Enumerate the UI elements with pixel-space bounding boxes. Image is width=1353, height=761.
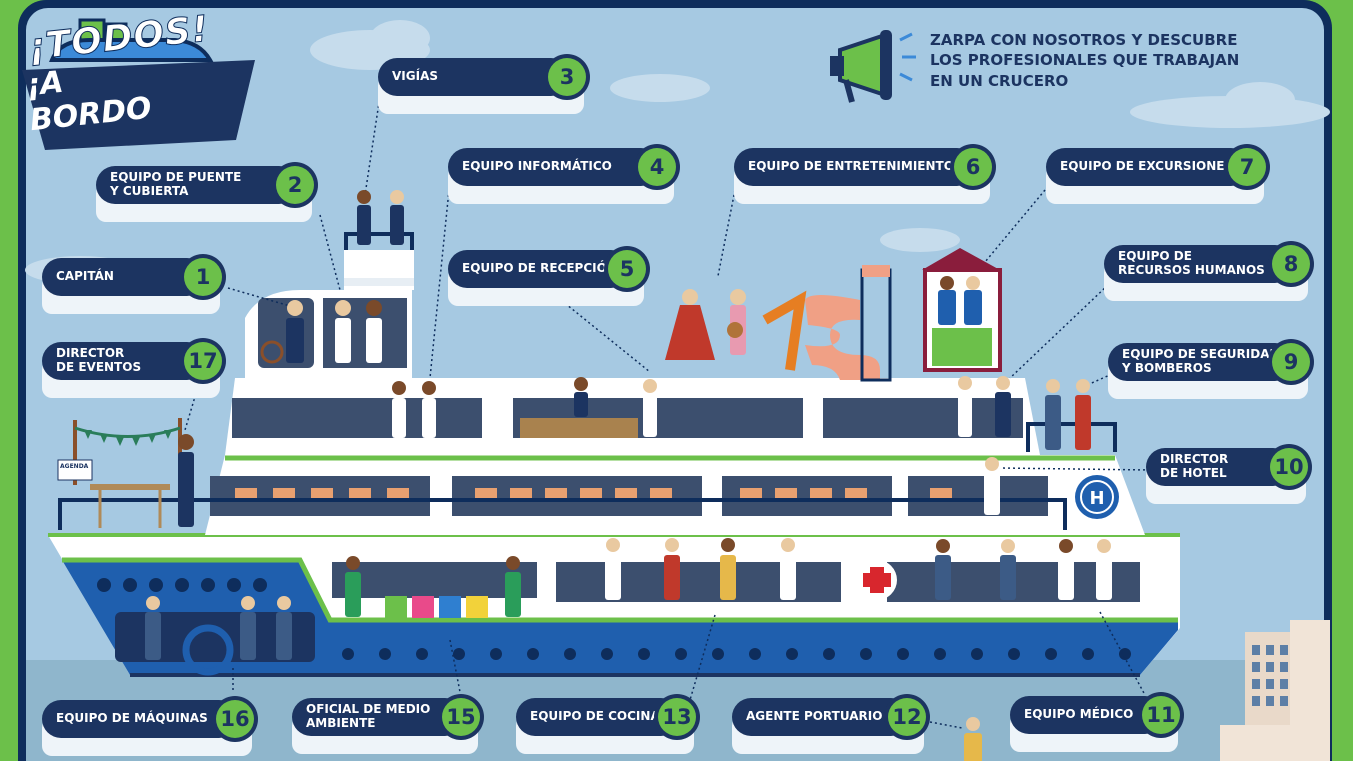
slogan-text: ZARPA CON NOSOTROS Y DESCUBRE LOS PROFES… — [930, 31, 1240, 90]
label-equipo-medico: EQUIPO MÉDICO 11 — [1010, 692, 1184, 761]
label-number-badge: 9 — [1268, 339, 1314, 385]
label-number-badge: 10 — [1266, 444, 1312, 490]
recycling-bins — [385, 596, 488, 618]
portholes — [97, 578, 1131, 660]
label-number-badge: 11 — [1138, 692, 1184, 738]
label-number-badge: 3 — [544, 54, 590, 100]
label-number-badge: 17 — [180, 338, 226, 384]
label-equipo-puente: EQUIPO DE PUENTE Y CUBIERTA 2 — [96, 162, 318, 238]
label-equipo-maquinas: EQUIPO DE MÁQUINAS 16 — [42, 696, 258, 761]
logo-ship-icon — [22, 18, 255, 150]
label-recursos-humanos: EQUIPO DE RECURSOS HUMANOS 8 — [1104, 241, 1314, 317]
label-number-badge: 13 — [654, 694, 700, 740]
agenda-sign: AGENDA — [60, 463, 89, 470]
label-director-eventos: DIRECTOR DE EVENTOS 17 — [42, 338, 226, 410]
label-number-badge: 12 — [884, 694, 930, 740]
label-number-badge: 6 — [950, 144, 996, 190]
megaphone-icon — [830, 30, 916, 103]
label-number-badge: 4 — [634, 144, 680, 190]
label-equipo-cocina: EQUIPO DE COCINA 13 — [516, 694, 700, 761]
label-number-badge: 1 — [180, 254, 226, 300]
label-seguridad-bomberos: EQUIPO DE SEGURIDAD Y BOMBEROS 9 — [1108, 339, 1314, 415]
label-number-badge: 7 — [1224, 144, 1270, 190]
label-capitan: CAPITÁN 1 — [42, 254, 226, 326]
label-agente-portuario: AGENTE PORTUARIO 12 — [732, 694, 930, 761]
svg-text:H: H — [1089, 488, 1104, 509]
label-number-badge: 2 — [272, 162, 318, 208]
label-number-badge: 5 — [604, 246, 650, 292]
label-vigias: VIGÍAS 3 — [378, 54, 590, 128]
label-equipo-entretenimiento: EQUIPO DE ENTRETENIMIENTO 6 — [734, 144, 996, 218]
logo-title-line2: ¡A BORDO — [24, 64, 154, 139]
label-equipo-excursiones: EQUIPO DE EXCURSIONES 7 — [1046, 144, 1270, 218]
label-number-badge: 8 — [1268, 241, 1314, 287]
port-buildings — [1220, 620, 1330, 761]
label-equipo-recepcion: EQUIPO DE RECEPCIÓN 5 — [448, 246, 650, 320]
label-equipo-informatico: EQUIPO INFORMÁTICO 4 — [448, 144, 680, 218]
label-director-hotel: DIRECTOR DE HOTEL 10 — [1146, 444, 1312, 518]
crew-figures — [145, 190, 1112, 761]
label-number-badge: 16 — [212, 696, 258, 742]
label-number-badge: 15 — [438, 694, 484, 740]
label-medio-ambiente: OFICIAL DE MEDIO AMBIENTE 15 — [292, 694, 484, 761]
